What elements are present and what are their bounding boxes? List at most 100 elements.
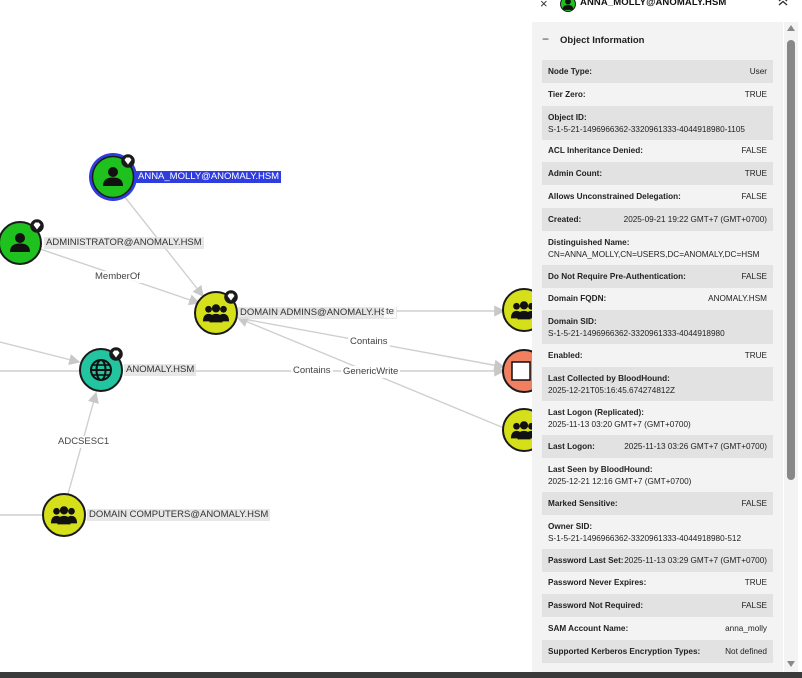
graph-canvas[interactable]: ANNA_MOLLY@ANOMALY.HSM ADMINISTRATOR@ANO…	[0, 0, 546, 672]
collapse-toggle-icon[interactable]: −	[542, 32, 550, 46]
property-row: Last Collected by BloodHound: 2025-12-21T…	[542, 367, 773, 402]
property-row: Last Seen by BloodHound: 2025-12-21 12:16…	[542, 458, 773, 492]
property-value: TRUE	[744, 578, 767, 588]
property-key: Password Not Required:	[548, 601, 644, 611]
property-key: Domain SID:	[548, 317, 597, 327]
property-key: Last Seen by BloodHound:	[548, 464, 653, 474]
property-value: anna_molly	[725, 624, 767, 634]
node-label-administrator[interactable]: ADMINISTRATOR@ANOMALY.HSM	[44, 237, 204, 249]
panel-header: × ANNA_MOLLY@ANOMALY.HSM	[532, 0, 802, 16]
edge-label-adcsesc1[interactable]: ADCSESC1	[56, 436, 112, 448]
node-partial-group-bottom[interactable]	[502, 408, 546, 452]
property-key: Last Logon:	[548, 442, 595, 452]
property-value: S-1-5-21-1496966362-3320961333-404491898…	[548, 329, 725, 339]
property-value: Not defined	[725, 646, 767, 656]
property-value: 2025-12-21T05:16:45.674274812Z	[548, 386, 676, 396]
close-icon[interactable]: ×	[540, 0, 548, 11]
property-value: FALSE	[741, 498, 768, 508]
property-key: Last Logon (Replicated):	[548, 408, 644, 418]
double-chevron-up-icon[interactable]	[778, 0, 788, 9]
property-key: Distinguished Name:	[548, 237, 630, 247]
node-administrator[interactable]	[0, 219, 44, 265]
property-row: Password Not Required:FALSE	[542, 594, 773, 618]
property-key: Allows Unconstrained Delegation:	[548, 192, 681, 202]
property-value: 2025-12-21 12:16 GMT+7 (GMT+0700)	[548, 476, 692, 486]
panel-title: ANNA_MOLLY@ANOMALY.HSM	[580, 0, 727, 8]
property-value: 2025-11-13 03:26 GMT+7 (GMT+0700)	[624, 442, 767, 452]
property-row: Enabled: TRUE	[542, 344, 773, 367]
property-key: Object ID:	[548, 112, 587, 122]
bottom-bar	[0, 672, 802, 678]
property-value: FALSE	[741, 271, 768, 281]
node-domain-admins[interactable]	[194, 290, 238, 335]
property-value: TRUE	[744, 169, 767, 179]
property-key: Enabled:	[548, 351, 583, 361]
property-value: CN=ANNA_MOLLY,CN=USERS,DC=ANOMALY,DC=HSM	[548, 249, 760, 259]
user-icon	[560, 0, 576, 12]
graph-svg	[0, 153, 546, 537]
property-key: Marked Sensitive:	[548, 498, 618, 508]
property-row: Do Not Require Pre-Authentication: FALSE	[542, 264, 773, 288]
node-anomaly-domain[interactable]	[79, 347, 123, 392]
edge-label-memberof[interactable]: MemberOf	[93, 271, 142, 283]
property-row: Admin Count:TRUE	[542, 162, 773, 186]
node-domain-computers[interactable]	[42, 493, 86, 537]
property-row: Domain FQDN: ANOMALY.HSM	[542, 288, 773, 311]
property-value: 2025-11-13 03:20 GMT+7 (GMT+0700)	[548, 420, 691, 430]
scroll-thumb[interactable]	[787, 40, 795, 480]
property-key: Supported Kerberos Encryption Types:	[548, 646, 701, 656]
property-key: Tier Zero:	[548, 89, 586, 99]
entity-info-panel: × ANNA_MOLLY@ANOMALY.HSM − Object Inform…	[532, 0, 802, 672]
node-partial-group-top[interactable]	[502, 288, 546, 332]
property-value: 2025-11-13 03:29 GMT+7 (GMT+0700)	[624, 555, 767, 565]
node-anna-molly[interactable]	[89, 153, 137, 201]
property-key: SAM Account Name:	[548, 624, 629, 634]
property-row: Supported Kerberos Encryption Types: Not …	[542, 639, 773, 663]
property-value: TRUE	[744, 351, 767, 361]
property-value: 2025-09-21 19:22 GMT+7 (GMT+0700)	[623, 214, 767, 224]
section-header[interactable]: − Object Information	[532, 22, 783, 60]
property-row: Marked Sensitive: FALSE	[542, 491, 773, 515]
node-label-anomaly-domain[interactable]: ANOMALY.HSM	[124, 364, 197, 376]
property-value: ANOMALY.HSM	[708, 294, 767, 304]
section-title: Object Information	[560, 35, 645, 46]
edge-left-to-anomaly[interactable]	[0, 341, 81, 366]
property-row: Password Never Expires:TRUE	[542, 572, 773, 595]
property-row: Domain SID: S-1-5-21-1496966362-332096133…	[542, 310, 773, 345]
property-value: FALSE	[741, 146, 768, 156]
property-key: Created:	[548, 214, 582, 224]
node-label-domain-admins[interactable]: DOMAIN ADMINS@ANOMALY.HSM	[238, 307, 397, 319]
property-value: TRUE	[744, 89, 767, 99]
property-row: Distinguished Name: CN=ANNA_MOLLY,CN=USER…	[542, 231, 773, 265]
property-row: Last Logon: 2025-11-13 03:26 GMT+7 (GMT+0…	[542, 435, 773, 458]
property-row: ACL Inheritance Denied:FALSE	[542, 140, 773, 163]
node-label-anna-molly[interactable]: ANNA_MOLLY@ANOMALY.HSM	[136, 171, 282, 183]
property-row: Owner SID: S-1-5-21-1496966362-3320961333…	[542, 515, 773, 549]
property-row: SAM Account Name: anna_molly	[542, 617, 773, 640]
edge-label-contains-2[interactable]: Contains	[291, 365, 333, 377]
panel-scrollbar[interactable]	[784, 22, 798, 672]
scroll-down-arrow-icon[interactable]	[787, 661, 795, 667]
edge-label-contains-1[interactable]: Contains	[348, 336, 390, 348]
property-row: Object ID: S-1-5-21-1496966362-3320961333…	[542, 105, 773, 140]
property-key: Do Not Require Pre-Authentication:	[548, 271, 686, 281]
edge-label-partial[interactable]: te	[384, 306, 396, 318]
property-row: Tier Zero: TRUE	[542, 83, 773, 106]
edge-label-genericwrite[interactable]: GenericWrite	[341, 366, 401, 378]
property-value: S-1-5-21-1496966362-3320961333-404491898…	[548, 124, 745, 134]
property-value: S-1-5-21-1496966362-3320961333-404491898…	[548, 533, 742, 543]
property-row: Node Type:User	[542, 60, 773, 83]
property-key: Password Last Set:	[548, 555, 624, 565]
property-value: FALSE	[741, 192, 768, 202]
node-partial-gpo[interactable]	[502, 349, 546, 393]
property-key: Last Collected by BloodHound:	[548, 374, 670, 384]
property-key: Domain FQDN:	[548, 294, 607, 304]
node-label-domain-computers[interactable]: DOMAIN COMPUTERS@ANOMALY.HSM	[87, 509, 271, 521]
property-row: Allows Unconstrained Delegation: FALSE	[542, 185, 773, 208]
property-key: Node Type:	[548, 66, 592, 76]
scroll-up-arrow-icon[interactable]	[787, 25, 795, 31]
property-row: Last Logon (Replicated): 2025-11-13 03:20…	[542, 401, 773, 435]
property-key: Owner SID:	[548, 521, 593, 531]
